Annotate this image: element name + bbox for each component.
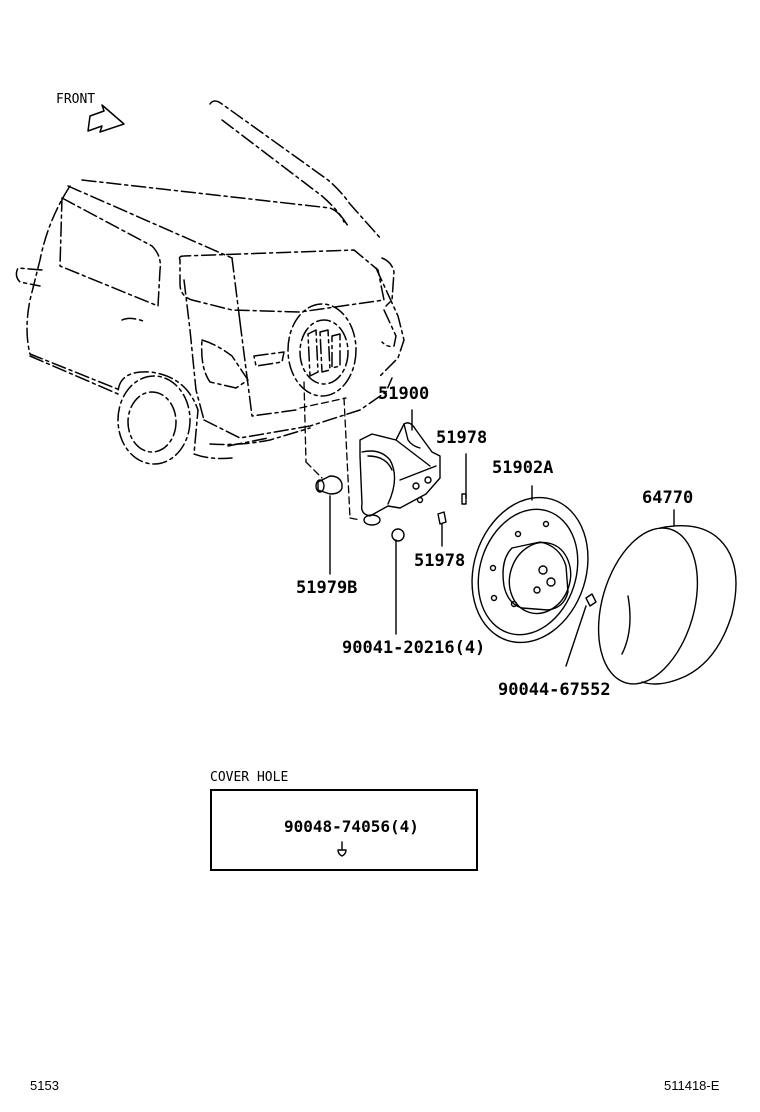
part-label-51902a: 51902A	[492, 458, 554, 478]
cover-hole-title: COVER HOLE	[210, 770, 289, 785]
carrier-51902a	[471, 485, 597, 667]
clip-51978-upper	[461, 453, 467, 505]
part-label-90041: 90041-20216(4)	[342, 638, 486, 658]
part-label-51978-lower: 51978	[414, 551, 466, 571]
leader-dashed-lines	[299, 381, 361, 521]
part-label-90048: 90048-74056(4)	[284, 817, 419, 836]
bolt-90041	[363, 514, 405, 635]
tire-cover-64770	[597, 509, 737, 685]
footer-left-code: 5153	[30, 1078, 59, 1093]
plug-pin-icon	[337, 841, 347, 857]
vehicle-outline	[15, 100, 405, 465]
bracket-51900	[359, 409, 441, 517]
plug-51979b	[315, 475, 343, 575]
cover-hole-box	[210, 789, 478, 871]
part-label-51978-upper: 51978	[436, 428, 488, 448]
front-label: FRONT	[56, 92, 96, 107]
part-label-51979b: 51979B	[296, 578, 358, 598]
footer-right-code: 511418-E	[664, 1078, 720, 1093]
part-label-90044: 90044-67552	[498, 680, 611, 700]
clip-51978-lower	[437, 511, 447, 547]
front-arrow-icon	[87, 104, 125, 133]
part-label-51900: 51900	[378, 384, 430, 404]
part-label-64770: 64770	[642, 488, 694, 508]
